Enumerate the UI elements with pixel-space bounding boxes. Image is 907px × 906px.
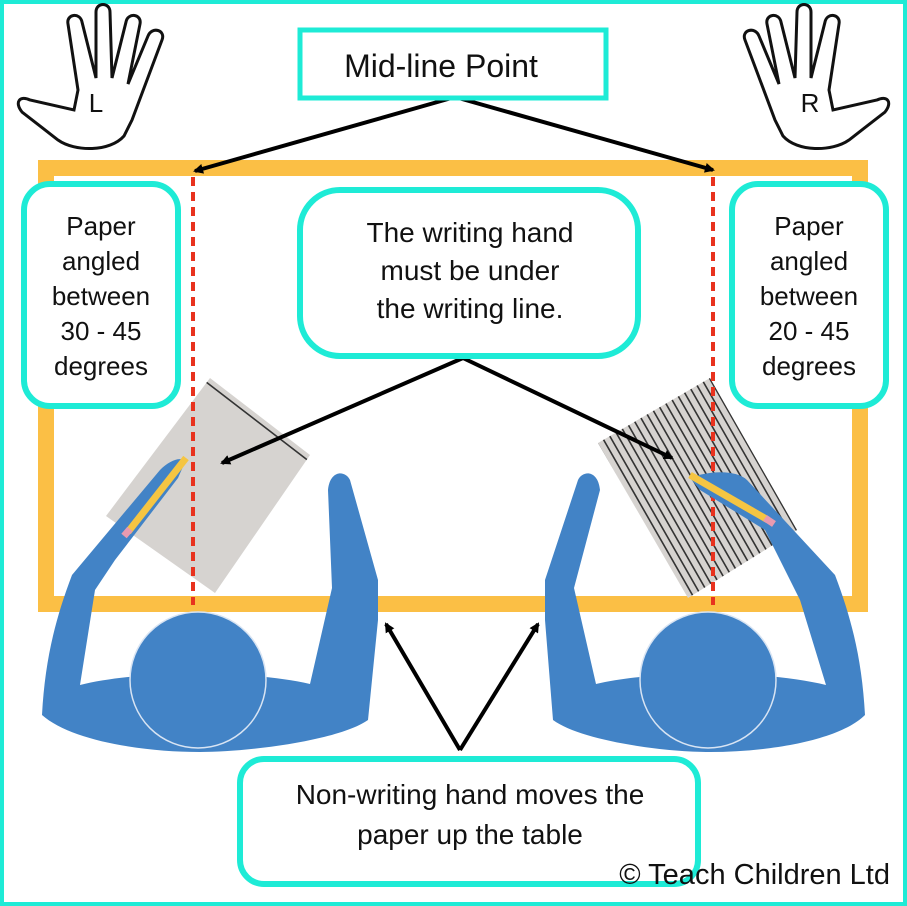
- right-note-line: Paper: [774, 211, 844, 241]
- left-hand-icon: L: [16, 3, 165, 151]
- arrow-midline-right: [454, 95, 715, 173]
- left-hand-letter: L: [89, 88, 103, 118]
- arrow-writing-right: [462, 356, 674, 460]
- copyright-text: © Teach Children Ltd: [619, 859, 890, 891]
- ruled-line: [598, 378, 732, 598]
- arrow-writing-left: [220, 356, 464, 465]
- ruled-line: [598, 378, 707, 598]
- arrow-nonwriting-right: [458, 622, 540, 752]
- left-head: [129, 611, 267, 749]
- right-head: [639, 611, 777, 749]
- ruled-line: [598, 378, 719, 598]
- arrow-midline-left: [193, 95, 456, 174]
- pencil-icon: [688, 471, 776, 527]
- right-note-box: Paper angled between 20 - 45 degrees: [729, 181, 889, 409]
- right-note-line: degrees: [762, 351, 856, 381]
- right-paper: [598, 378, 797, 598]
- ruled-line: [598, 378, 751, 594]
- midline-label: Mid-line Point: [344, 48, 538, 84]
- left-child-figure: [42, 455, 378, 752]
- left-note-line: 30 - 45: [61, 316, 142, 346]
- ruled-line: [598, 378, 776, 580]
- center-note-line: must be under: [381, 255, 560, 286]
- right-hand-icon: R: [742, 3, 891, 151]
- right-note-line: angled: [770, 246, 848, 276]
- right-hand-letter: R: [801, 88, 820, 118]
- ruled-line: [612, 378, 797, 558]
- midline-label-box: Mid-line Point: [297, 27, 609, 101]
- ruled-line: [598, 378, 763, 587]
- bottom-note-box: Non-writing hand moves the paper up the t…: [237, 756, 701, 887]
- ruled-line: [598, 378, 744, 598]
- left-note-box: Paper angled between 30 - 45 degrees: [21, 181, 181, 409]
- bottom-note-line: Non-writing hand moves the: [296, 779, 645, 810]
- left-note-line: degrees: [54, 351, 148, 381]
- bottom-note-line: paper up the table: [357, 819, 583, 850]
- ruled-line: [106, 378, 310, 508]
- ruled-line: [598, 378, 713, 598]
- left-note-line: angled: [62, 246, 140, 276]
- left-note-line: Paper: [66, 211, 136, 241]
- ruled-line: [598, 378, 769, 583]
- arrow-nonwriting-left: [384, 622, 462, 752]
- right-note-line: 20 - 45: [769, 316, 850, 346]
- ruled-line: [598, 378, 757, 590]
- left-note-line: between: [52, 281, 150, 311]
- center-note-line: the writing line.: [377, 293, 564, 324]
- center-note-line: The writing hand: [366, 217, 573, 248]
- right-note-line: between: [760, 281, 858, 311]
- arrows: [193, 95, 715, 752]
- ruled-line: [598, 378, 738, 598]
- right-child-figure: [545, 471, 865, 752]
- pencil-icon: [121, 455, 189, 539]
- center-note-box: The writing hand must be under the writing…: [297, 187, 641, 359]
- ruled-line: [606, 378, 797, 562]
